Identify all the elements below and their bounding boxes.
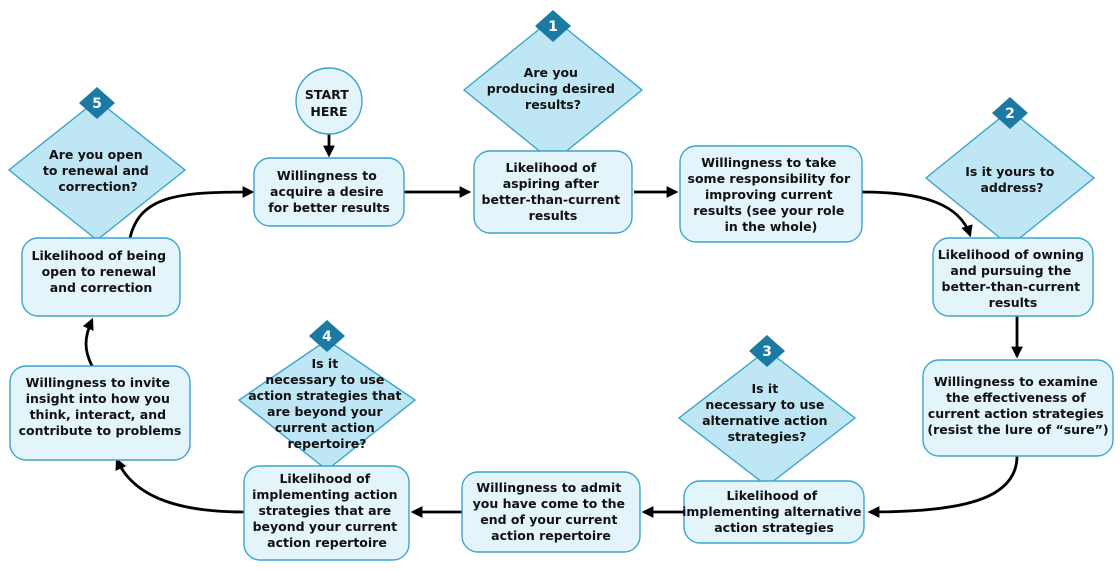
decision-5-badge xyxy=(79,87,115,119)
arrow-insight-to-renewal xyxy=(82,317,94,367)
box-renewal-shape xyxy=(21,237,181,317)
box-alternative-text: Likelihood of implementing alternative a… xyxy=(682,488,866,535)
box-examine-text: Willingness to examine the effectiveness… xyxy=(927,374,1108,437)
box-acquire-shape xyxy=(253,157,405,227)
box-acquire: Willingness to acquire a desire for bett… xyxy=(253,157,405,227)
box-owning: Likelihood of owning and pursuing the be… xyxy=(932,237,1094,317)
box-beyond: Likelihood of implementing action strate… xyxy=(243,465,410,561)
box-admit: Willingness to admit you have come to th… xyxy=(461,471,641,553)
decision-3-badge xyxy=(749,335,785,367)
box-alternative: Likelihood of implementing alternative a… xyxy=(682,480,866,544)
arrow-renewal-to-acquire xyxy=(128,186,255,239)
decision-2-number: 2 xyxy=(1005,106,1015,122)
box-acquire-text: Willingness to acquire a desire for bett… xyxy=(268,168,390,215)
decision-2-badge xyxy=(992,97,1028,129)
start-circle xyxy=(295,67,363,135)
decision-5-number: 5 xyxy=(92,96,102,112)
arrow-beyond-to-insight xyxy=(115,457,245,514)
box-responsibility-text: Willingness to take some responsibility … xyxy=(688,155,855,234)
decision-3-number: 3 xyxy=(762,344,772,360)
decision-4-badge xyxy=(309,320,345,352)
box-beyond-text: Likelihood of implementing action strate… xyxy=(252,471,402,550)
box-aspiring: Likelihood of aspiring after better-than… xyxy=(473,150,633,234)
box-insight-shape xyxy=(9,365,191,461)
box-aspiring-text: Likelihood of aspiring after better-than… xyxy=(482,160,625,223)
box-examine-shape xyxy=(922,359,1114,457)
decision-1-number: 1 xyxy=(548,19,558,35)
decision-3: Is it necessary to use alternative actio… xyxy=(677,335,857,487)
box-owning-text: Likelihood of owning and pursuing the be… xyxy=(938,247,1089,310)
decision-2: Is it yours to address? 2 xyxy=(924,97,1096,247)
decision-3-text: Is it necessary to use alternative actio… xyxy=(702,381,832,444)
box-insight-text: Willingness to invite insight into how y… xyxy=(19,375,182,438)
box-owning-shape xyxy=(932,237,1094,317)
arrow-examine-to-alternative xyxy=(867,455,1019,518)
box-examine: Willingness to examine the effectiveness… xyxy=(922,359,1114,457)
start-node: START HERE xyxy=(295,67,363,135)
box-renewal: Likelihood of being open to renewal and … xyxy=(21,237,181,317)
box-aspiring-shape xyxy=(473,150,633,234)
arrow-responsibility-to-owning xyxy=(861,190,973,238)
box-responsibility: Willingness to take some responsibility … xyxy=(679,145,863,243)
decision-1: Are you producing desired results? 1 xyxy=(462,10,644,163)
decision-1-badge xyxy=(535,10,571,42)
decision-5-text: Are you open to renewal and correction? xyxy=(43,147,153,194)
decision-2-text: Is it yours to address? xyxy=(965,164,1059,195)
decision-1-text: Are you producing desired results? xyxy=(487,65,620,112)
box-responsibility-shape xyxy=(679,145,863,243)
box-renewal-text: Likelihood of being open to renewal and … xyxy=(32,248,171,295)
decision-4-number: 4 xyxy=(322,329,332,345)
box-alternative-shape xyxy=(683,480,865,544)
box-admit-shape xyxy=(461,471,641,553)
box-admit-text: Willingness to admit you have come to th… xyxy=(473,480,630,543)
decision-4: Is it necessary to use action strategies… xyxy=(237,320,417,471)
box-beyond-shape xyxy=(243,465,410,561)
box-insight: Willingness to invite insight into how y… xyxy=(9,365,191,461)
decision-5: Are you open to renewal and correction? … xyxy=(7,87,187,241)
start-text: START HERE xyxy=(305,87,353,119)
decision-4-text: Is it necessary to use action strategies… xyxy=(248,356,406,451)
connectors xyxy=(82,133,1023,518)
